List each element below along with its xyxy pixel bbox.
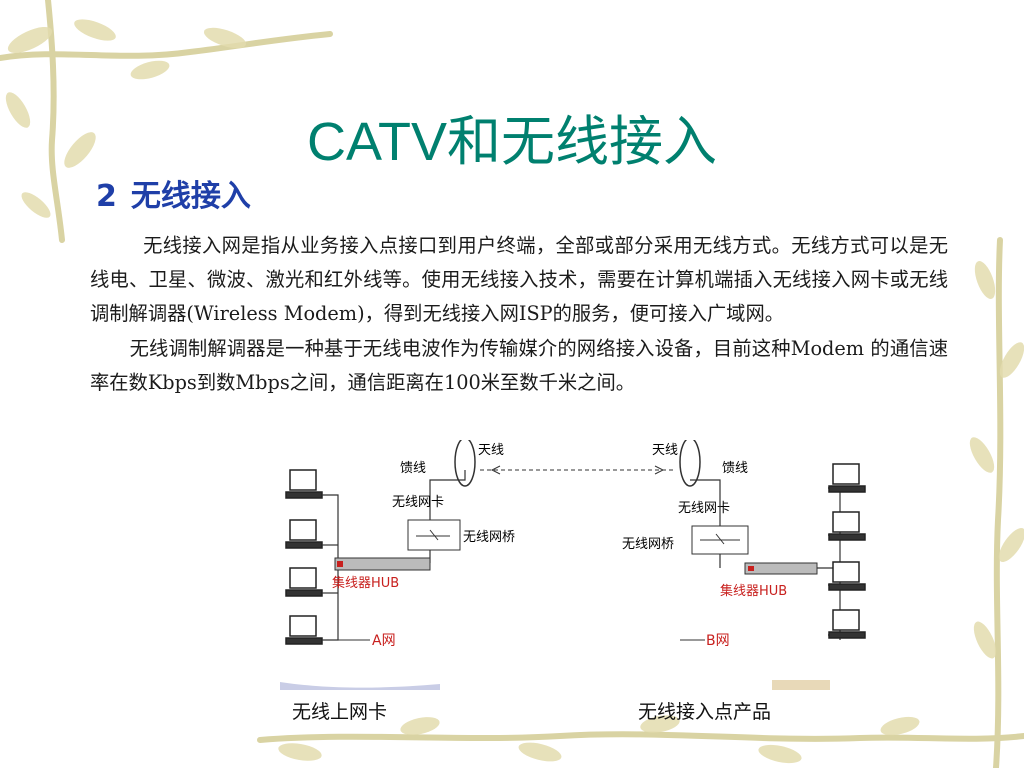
left-antenna-label: 天线 xyxy=(478,443,504,458)
right-antenna-label: 天线 xyxy=(652,443,678,458)
computer-icon xyxy=(285,519,323,549)
section-number: 2 xyxy=(96,179,117,214)
left-feeder-label: 馈线 xyxy=(400,461,426,476)
right-hub-device xyxy=(744,562,818,575)
paragraph-1: 无线接入网是指从业务接入点接口到用户终端，全部或部分采用无线方式。无线方式可以是… xyxy=(90,234,948,326)
left-antenna-dish xyxy=(454,440,476,487)
slide-title: CATV和无线接入 xyxy=(306,112,717,172)
computer-icon xyxy=(285,567,323,597)
wireless-network-diagram: 集线器HUB 无线网桥 无线网卡 馈线 天线 天线 馈线 无线网卡 无线网桥 集… xyxy=(280,440,870,654)
computer-icon xyxy=(285,469,323,499)
net-a-label: A网 xyxy=(372,633,396,649)
computer-icon xyxy=(828,463,866,493)
computer-icon xyxy=(828,511,866,541)
left-bridge-label: 无线网桥 xyxy=(463,530,515,545)
paragraph-2: 无线调制解调器是一种基于无线电波作为传输媒介的网络接入设备，目前这种Modem … xyxy=(90,336,948,394)
left-nic-label: 无线网卡 xyxy=(392,495,444,510)
wireless-nic-photo xyxy=(280,654,440,690)
computer-icon xyxy=(828,561,866,591)
right-nic-label: 无线网卡 xyxy=(678,501,730,516)
body-text: 无线接入网是指从业务接入点接口到用户终端，全部或部分采用无线方式。无线方式可以是… xyxy=(90,229,948,400)
right-bridge-label: 无线网桥 xyxy=(622,537,674,552)
section-heading-text: 无线接入 xyxy=(130,179,251,214)
computer-icon xyxy=(828,609,866,639)
left-hub-device xyxy=(334,557,431,571)
left-hub-label: 集线器HUB xyxy=(332,575,399,591)
right-antenna-dish xyxy=(679,440,701,487)
net-b-label: B网 xyxy=(706,633,730,649)
section-heading: 2 无线接入 xyxy=(96,176,251,218)
access-point-photo xyxy=(622,654,830,690)
computer-icon xyxy=(285,615,323,645)
left-pc-group xyxy=(285,469,323,645)
right-hub-label: 集线器HUB xyxy=(720,583,787,599)
caption-wireless-nic: 无线上网卡 xyxy=(292,701,388,723)
right-feeder-label: 馈线 xyxy=(722,461,748,476)
caption-access-point: 无线接入点产品 xyxy=(638,701,772,723)
